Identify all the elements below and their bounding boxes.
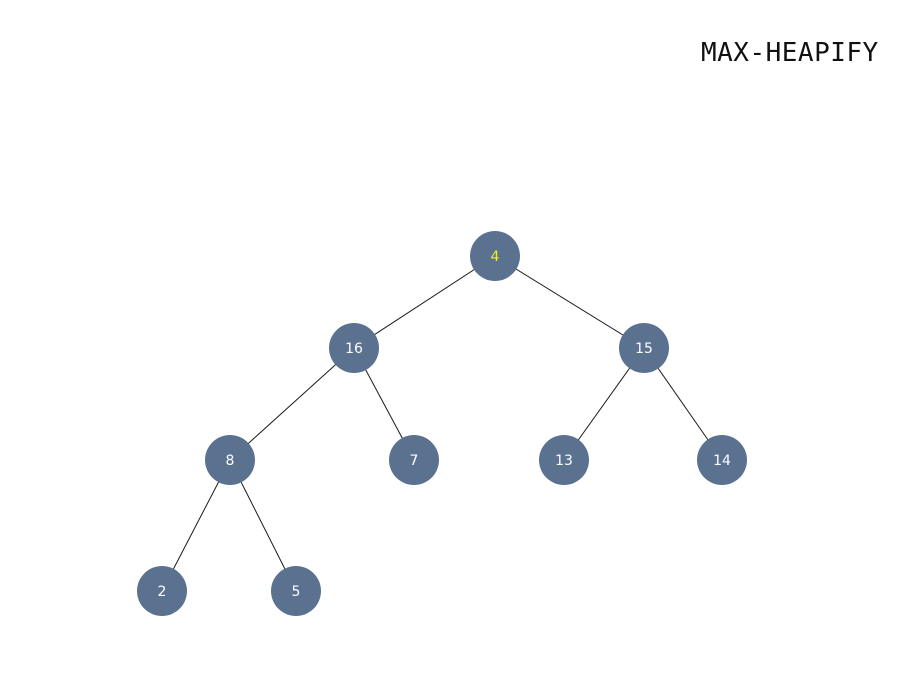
heap-node-value: 7 <box>410 453 419 469</box>
heap-node-circle <box>205 435 255 485</box>
heap-node-14: 14 <box>697 435 747 485</box>
heap-node-circle <box>539 435 589 485</box>
heap-node-15: 15 <box>619 323 669 373</box>
heap-node-13: 13 <box>539 435 589 485</box>
heap-node-circle <box>329 323 379 373</box>
heap-node-5: 5 <box>271 566 321 616</box>
slide-title: MAX-HEAPIFY <box>701 38 879 68</box>
heap-node-circle <box>271 566 321 616</box>
tree-edges <box>161 255 723 592</box>
heap-node-circle <box>619 323 669 373</box>
tree-nodes: 4 16 15 8 7 13 14 2 5 <box>137 231 747 616</box>
heap-node-4: 4 <box>470 231 520 281</box>
heap-node-value: 13 <box>555 453 573 469</box>
heap-node-circle <box>137 566 187 616</box>
heap-node-value: 2 <box>158 584 167 600</box>
heap-node-value: 4 <box>491 249 500 265</box>
heap-node-value: 5 <box>292 584 301 600</box>
heap-node-value: 8 <box>226 453 235 469</box>
heap-node-circle <box>470 231 520 281</box>
heap-node-value: 15 <box>635 341 653 357</box>
tree-edge-n1-n2 <box>353 255 496 349</box>
heap-node-2: 2 <box>137 566 187 616</box>
tree-edge-n1-n3 <box>494 255 645 349</box>
tree-edge-n2-n4 <box>229 347 355 461</box>
heap-node-16: 16 <box>329 323 379 373</box>
heap-node-7: 7 <box>389 435 439 485</box>
heap-node-circle <box>697 435 747 485</box>
heap-node-circle <box>389 435 439 485</box>
heap-node-value: 14 <box>713 453 731 469</box>
heap-node-value: 16 <box>345 341 363 357</box>
heap-node-8: 8 <box>205 435 255 485</box>
